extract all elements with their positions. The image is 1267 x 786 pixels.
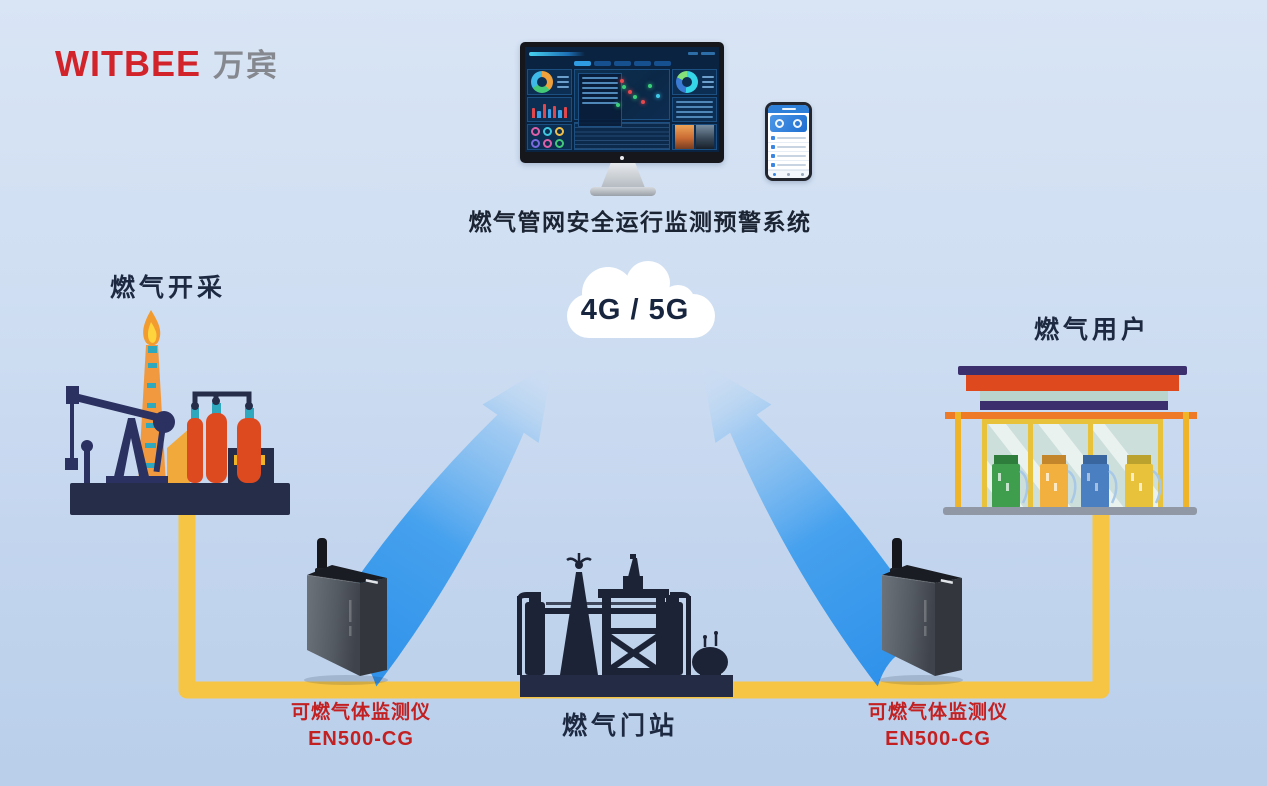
- brand-logo-text: WITBEE: [55, 43, 201, 84]
- dashboard-header-item: [701, 52, 715, 55]
- map-marker-alarm: [627, 89, 632, 94]
- map-marker-normal: [633, 95, 638, 100]
- dashboard-title-bar: [529, 51, 585, 56]
- camera-thumbnail: [695, 125, 714, 150]
- donut-chart: [676, 70, 698, 93]
- bar-chart-panel: [527, 96, 572, 123]
- table-lines: [673, 99, 716, 120]
- dashboard-tab: [653, 61, 671, 66]
- chart-bar: [553, 105, 557, 119]
- chart-bar: [563, 106, 567, 119]
- gas-monitor-device-left: [304, 538, 388, 685]
- dashboard-tab: [613, 61, 631, 66]
- device-label-left: 可燃气体监测仪 EN500-CG: [261, 699, 461, 753]
- chart-bar: [542, 104, 546, 119]
- users-label: 燃气用户: [1033, 316, 1150, 344]
- chart-bar: [558, 110, 562, 119]
- phone-bottom-nav: [768, 170, 809, 178]
- network-label: 4G / 5G: [580, 293, 690, 326]
- monitor-stand-base: [590, 187, 656, 196]
- gate-station-label: 燃气门站: [561, 712, 678, 740]
- dashboard-nav-tabs: [527, 60, 717, 67]
- gauge-ring: [555, 138, 564, 148]
- gauge-rings: [528, 125, 571, 149]
- phone-gauge: [793, 119, 803, 128]
- phone-gauge-card: [770, 115, 807, 132]
- phone-gauge: [774, 119, 784, 128]
- gauge-ring: [531, 138, 540, 148]
- device-name: 可燃气体监测仪: [867, 702, 1008, 723]
- donut-chart-panel: [527, 69, 572, 95]
- extraction-illustration: [65, 310, 290, 515]
- device-name: 可燃气体监测仪: [290, 702, 431, 723]
- device-label-right: 可燃气体监测仪 EN500-CG: [838, 699, 1038, 753]
- phone-list-item: [768, 152, 809, 161]
- map-marker-normal: [622, 84, 626, 89]
- phone-app-header: [768, 105, 809, 113]
- stats-table-panel: [672, 96, 717, 123]
- system-title: 燃气管网安全运行监测预警系统: [468, 209, 812, 235]
- phone-list-item: [768, 161, 809, 170]
- gauge-ring: [543, 138, 552, 148]
- phone-list-item: [768, 134, 809, 143]
- cloud-icon: [567, 261, 715, 338]
- phone-list-item: [768, 143, 809, 152]
- chart-bar: [537, 111, 541, 119]
- gauge-ring: [543, 126, 552, 136]
- gas-monitor-device-right: [879, 538, 963, 685]
- dashboard-header: [527, 49, 717, 58]
- camera-thumbnails: [673, 125, 716, 150]
- pump-jack-icon: [65, 386, 175, 485]
- map-marker-device: [655, 93, 660, 98]
- device-antenna: [892, 538, 902, 574]
- phone-screen: [768, 105, 809, 178]
- dashboard-tab: [633, 61, 651, 66]
- device-model: EN500-CG: [885, 728, 991, 750]
- donut-chart: [531, 70, 553, 93]
- phone: [765, 102, 812, 181]
- extraction-label: 燃气开采: [109, 274, 226, 302]
- monitor-logo-dot: [620, 156, 624, 160]
- dashboard-tab: [593, 61, 611, 66]
- map-marker-alarm: [640, 100, 645, 105]
- gas-station-illustration: [943, 366, 1197, 515]
- dashboard-header-item: [688, 52, 698, 55]
- map-marker-normal: [648, 83, 653, 88]
- dashboard-center-column: [574, 69, 670, 150]
- gauges-panel: [527, 124, 572, 151]
- uplink-arrow-right: [701, 362, 941, 687]
- camera-panel: [672, 124, 717, 151]
- dashboard-tab: [573, 61, 591, 66]
- chart-bar: [532, 107, 536, 119]
- map-marker-normal: [616, 103, 621, 108]
- device-model: EN500-CG: [308, 728, 414, 750]
- chart-legend: [702, 75, 714, 88]
- gate-station-illustration: [517, 553, 733, 697]
- dashboard-screen: [525, 47, 719, 152]
- gauge-ring: [531, 126, 540, 136]
- dashboard-left-column: [527, 69, 572, 151]
- donut-chart-panel: [672, 69, 717, 95]
- map-marker-alarm: [620, 78, 625, 83]
- chart-bar: [547, 108, 552, 119]
- dashboard-map: [574, 69, 670, 127]
- phone-header-title-bar: [781, 108, 796, 110]
- chart-legend: [557, 75, 569, 88]
- device-antenna: [317, 538, 327, 574]
- fuel-dispensers: [992, 455, 1162, 508]
- bar-chart: [528, 98, 571, 122]
- dashboard-right-column: [672, 69, 717, 151]
- map-side-panel: [578, 73, 622, 127]
- gauge-ring: [555, 126, 564, 136]
- brand-logo: WITBEE 万宾: [55, 40, 279, 85]
- brand-logo-suffix: 万宾: [213, 48, 279, 83]
- camera-thumbnail: [675, 125, 694, 150]
